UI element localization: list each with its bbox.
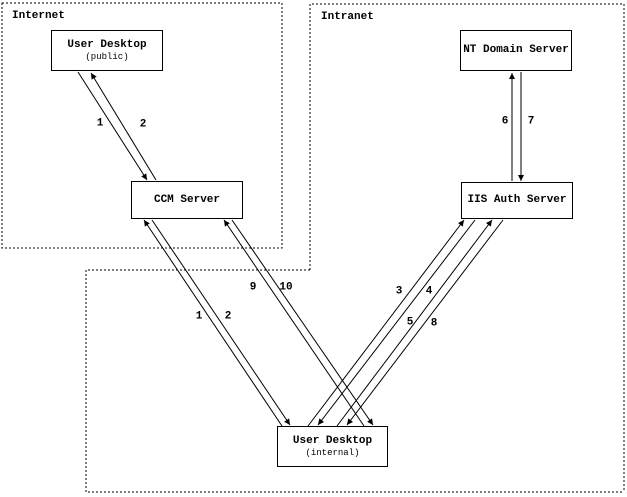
edge-label-step-7: 7 [527, 115, 535, 128]
edge-label-step-1: 1 [195, 310, 203, 323]
edge-line-step-5 [336, 219, 493, 427]
edge-label-step-2: 2 [139, 118, 147, 131]
edge-label-step-8: 8 [430, 317, 438, 330]
user-desktop-public-node-sublabel: (public) [85, 52, 129, 62]
edge-line-step-10 [231, 219, 374, 426]
internet-zone-label: Internet [12, 10, 65, 22]
internal-zone-outline [85, 269, 624, 493]
user-desktop-internal-node: User Desktop(internal) [277, 426, 388, 467]
iis-auth-server-node: IIS Auth Server [461, 182, 573, 219]
edge-label-step-4: 4 [425, 285, 433, 298]
edge-label-step-2: 2 [224, 310, 232, 323]
intranet-zone-outline [309, 3, 625, 492]
edge-label-step-5: 5 [406, 316, 414, 329]
edge-label-step-3: 3 [395, 285, 403, 298]
edge-line-step-4 [317, 219, 476, 426]
nt-domain-server-node-label: NT Domain Server [463, 44, 569, 56]
ccm-server-node: CCM Server [131, 181, 243, 219]
iis-auth-server-node-label: IIS Auth Server [467, 194, 567, 206]
edge-line-step-3 [307, 219, 465, 427]
edge-line-step-2 [90, 72, 157, 181]
edge-label-step-10: 10 [279, 281, 293, 294]
edge-line-step-9 [223, 219, 365, 427]
intranet-zone-label: Intranet [321, 11, 374, 23]
edge-label-step-9: 9 [249, 281, 257, 294]
user-desktop-internal-node-label: User Desktop [292, 435, 373, 447]
internet-zone-outline [1, 2, 283, 249]
edge-line-step-8 [346, 219, 504, 426]
edge-line-step-1 [77, 71, 148, 181]
nt-domain-server-node: NT Domain Server [460, 30, 572, 71]
edge-line-step-2 [151, 219, 291, 426]
user-desktop-public-node-label: User Desktop [67, 39, 147, 51]
edge-line-step-1 [143, 219, 283, 427]
user-desktop-internal-node-sublabel: (internal) [305, 448, 360, 458]
ccm-server-node-label: CCM Server [153, 193, 220, 206]
user-desktop-public-node: User Desktop(public) [51, 30, 163, 71]
edge-label-step-6: 6 [501, 115, 509, 128]
edge-label-step-1: 1 [96, 117, 104, 130]
